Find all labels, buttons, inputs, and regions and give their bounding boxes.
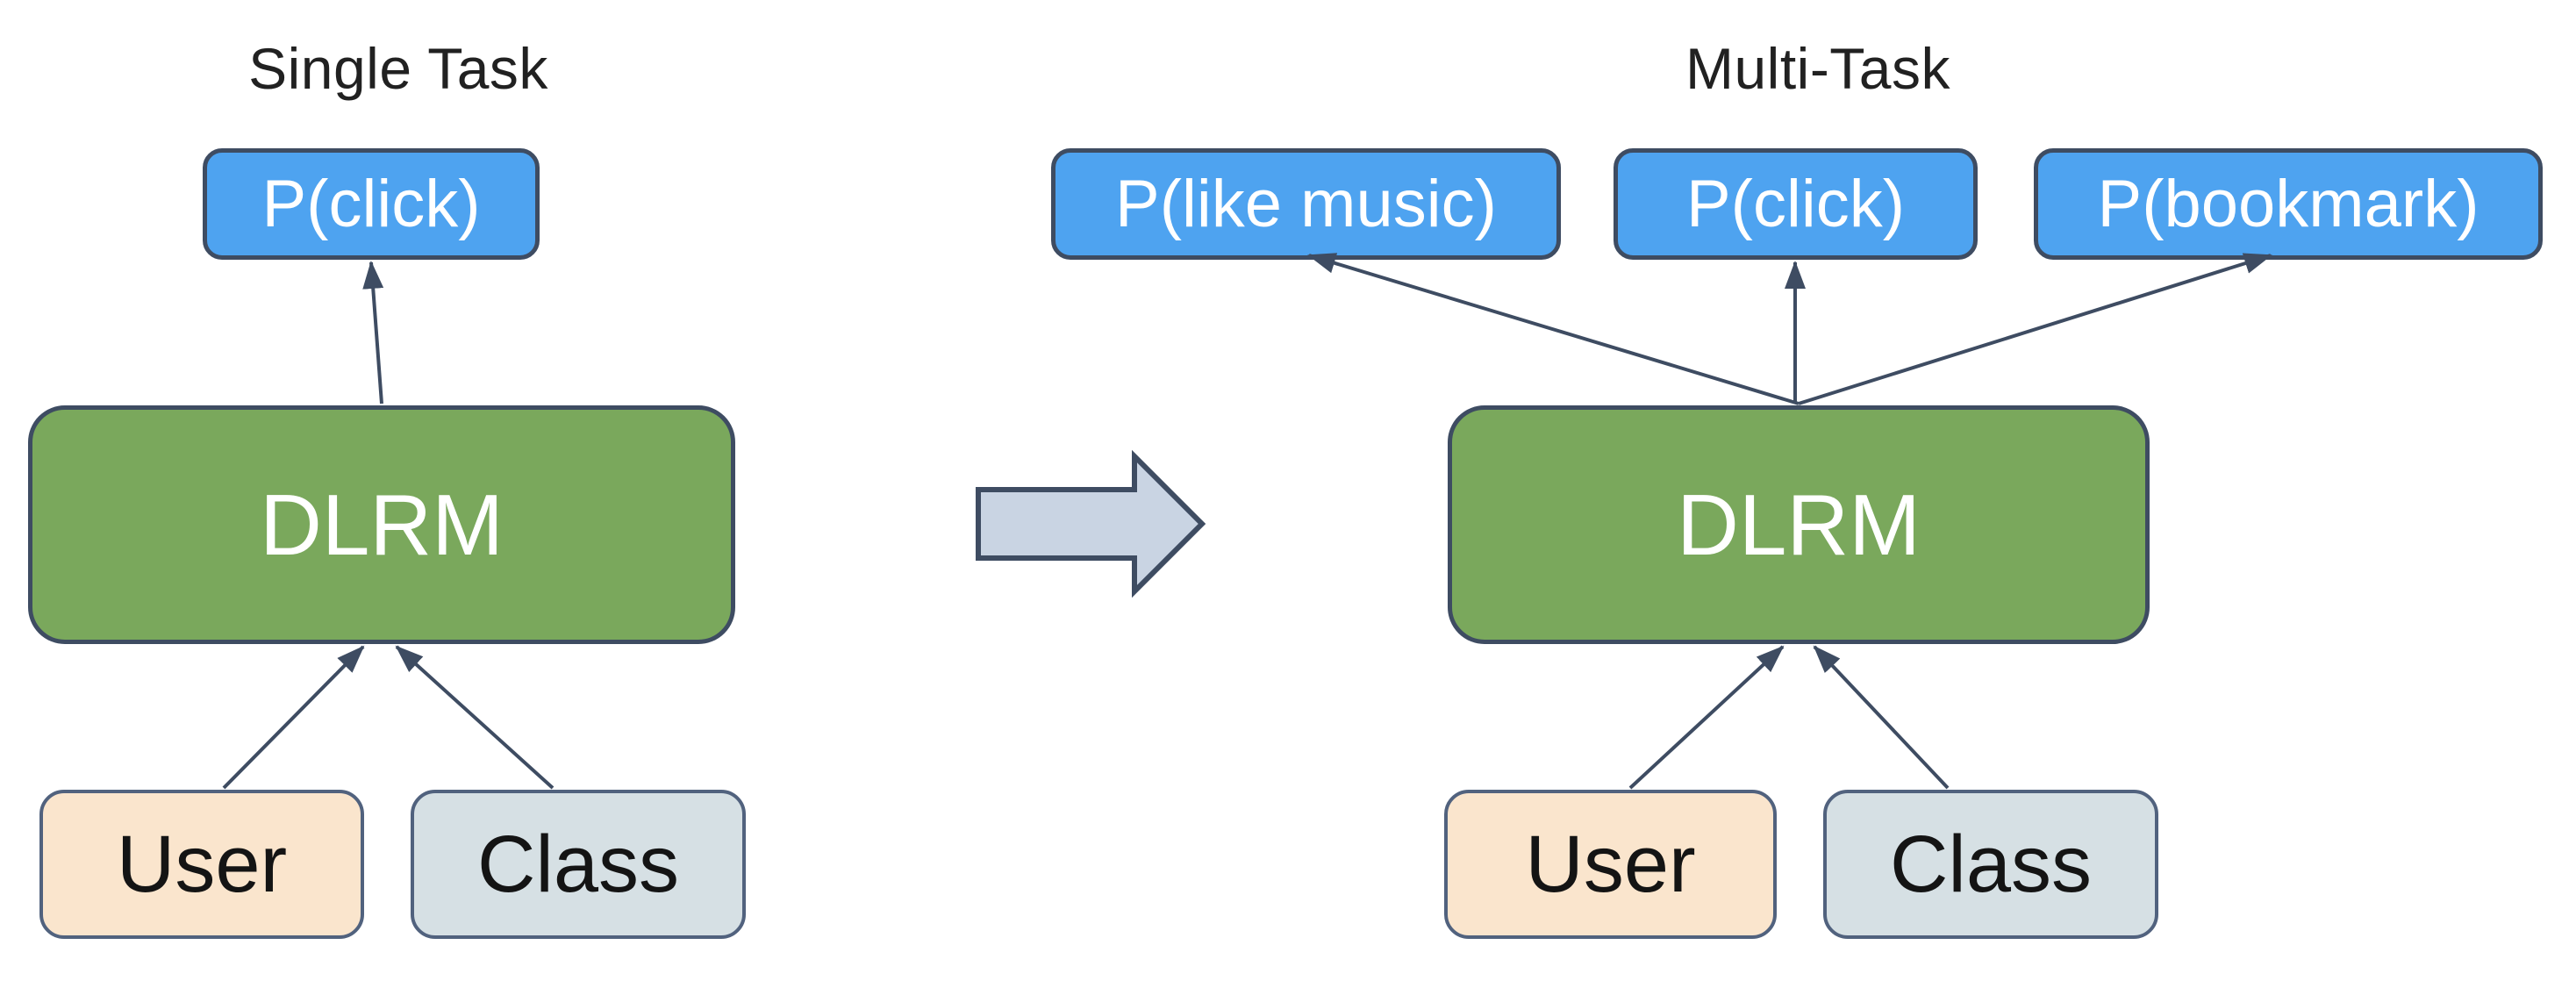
input-box-class-left: Class bbox=[411, 790, 746, 939]
output-box-p-bookmark: P(bookmark) bbox=[2034, 148, 2543, 260]
connector-dlrm-to-pclick-left bbox=[362, 261, 384, 405]
input-box-user-left: User bbox=[39, 790, 364, 939]
connector-user-to-dlrm-right bbox=[1628, 645, 1785, 790]
connector-class-to-dlrm-right bbox=[1813, 645, 1950, 790]
connector-dlrm-to-pbookmark bbox=[1798, 253, 2272, 405]
output-box-p-click-left: P(click) bbox=[203, 148, 540, 260]
transition-arrow-icon bbox=[976, 449, 1206, 598]
connector-class-to-dlrm-left bbox=[395, 645, 555, 790]
connector-dlrm-to-plikemusic bbox=[1307, 253, 1800, 405]
input-box-class-right: Class bbox=[1823, 790, 2158, 939]
output-box-p-like-music: P(like music) bbox=[1051, 148, 1561, 260]
multi-task-title: Multi-Task bbox=[1685, 36, 1951, 101]
model-box-dlrm-right: DLRM bbox=[1448, 405, 2150, 644]
single-task-title: Single Task bbox=[248, 36, 548, 101]
output-box-p-click-right: P(click) bbox=[1614, 148, 1978, 260]
model-box-dlrm-left: DLRM bbox=[28, 405, 735, 644]
input-box-user-right: User bbox=[1444, 790, 1777, 939]
connector-user-to-dlrm-left bbox=[222, 645, 365, 790]
